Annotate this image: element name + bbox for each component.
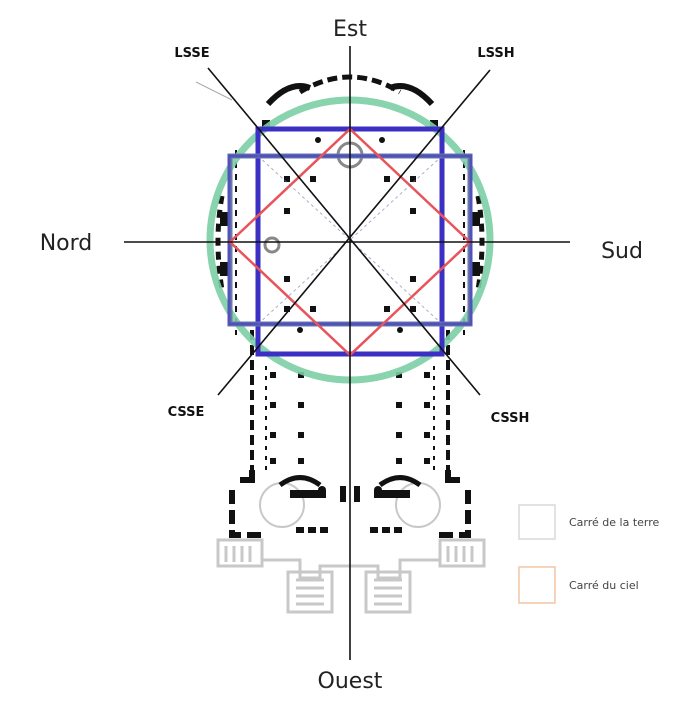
label-east: Est: [333, 17, 367, 42]
label-north: Nord: [40, 231, 93, 256]
label-south: Sud: [601, 239, 643, 264]
legend-swatch-earth: [518, 504, 556, 540]
legend-label-earth: Carré de la terre: [569, 516, 660, 529]
cardinal-axes: [124, 46, 570, 660]
label-west: Ouest: [318, 669, 383, 694]
faint-offset-line: [195, 81, 233, 101]
faint-plan-lower: [216, 482, 486, 614]
tag-lssh: LSSH: [477, 46, 514, 61]
axis-lssh-csse: [217, 69, 491, 396]
legend: Carré de la terre Carré du ciel: [518, 504, 660, 604]
legend-swatch-heaven: [518, 566, 556, 604]
tag-lsse: LSSE: [174, 46, 209, 61]
tag-cssh: CSSH: [491, 411, 530, 426]
tag-csse: CSSE: [168, 405, 205, 420]
pillar-grid: [220, 120, 480, 502]
legend-label-heaven: Carré du ciel: [569, 579, 639, 592]
axis-lsse-cssh: [207, 67, 481, 396]
